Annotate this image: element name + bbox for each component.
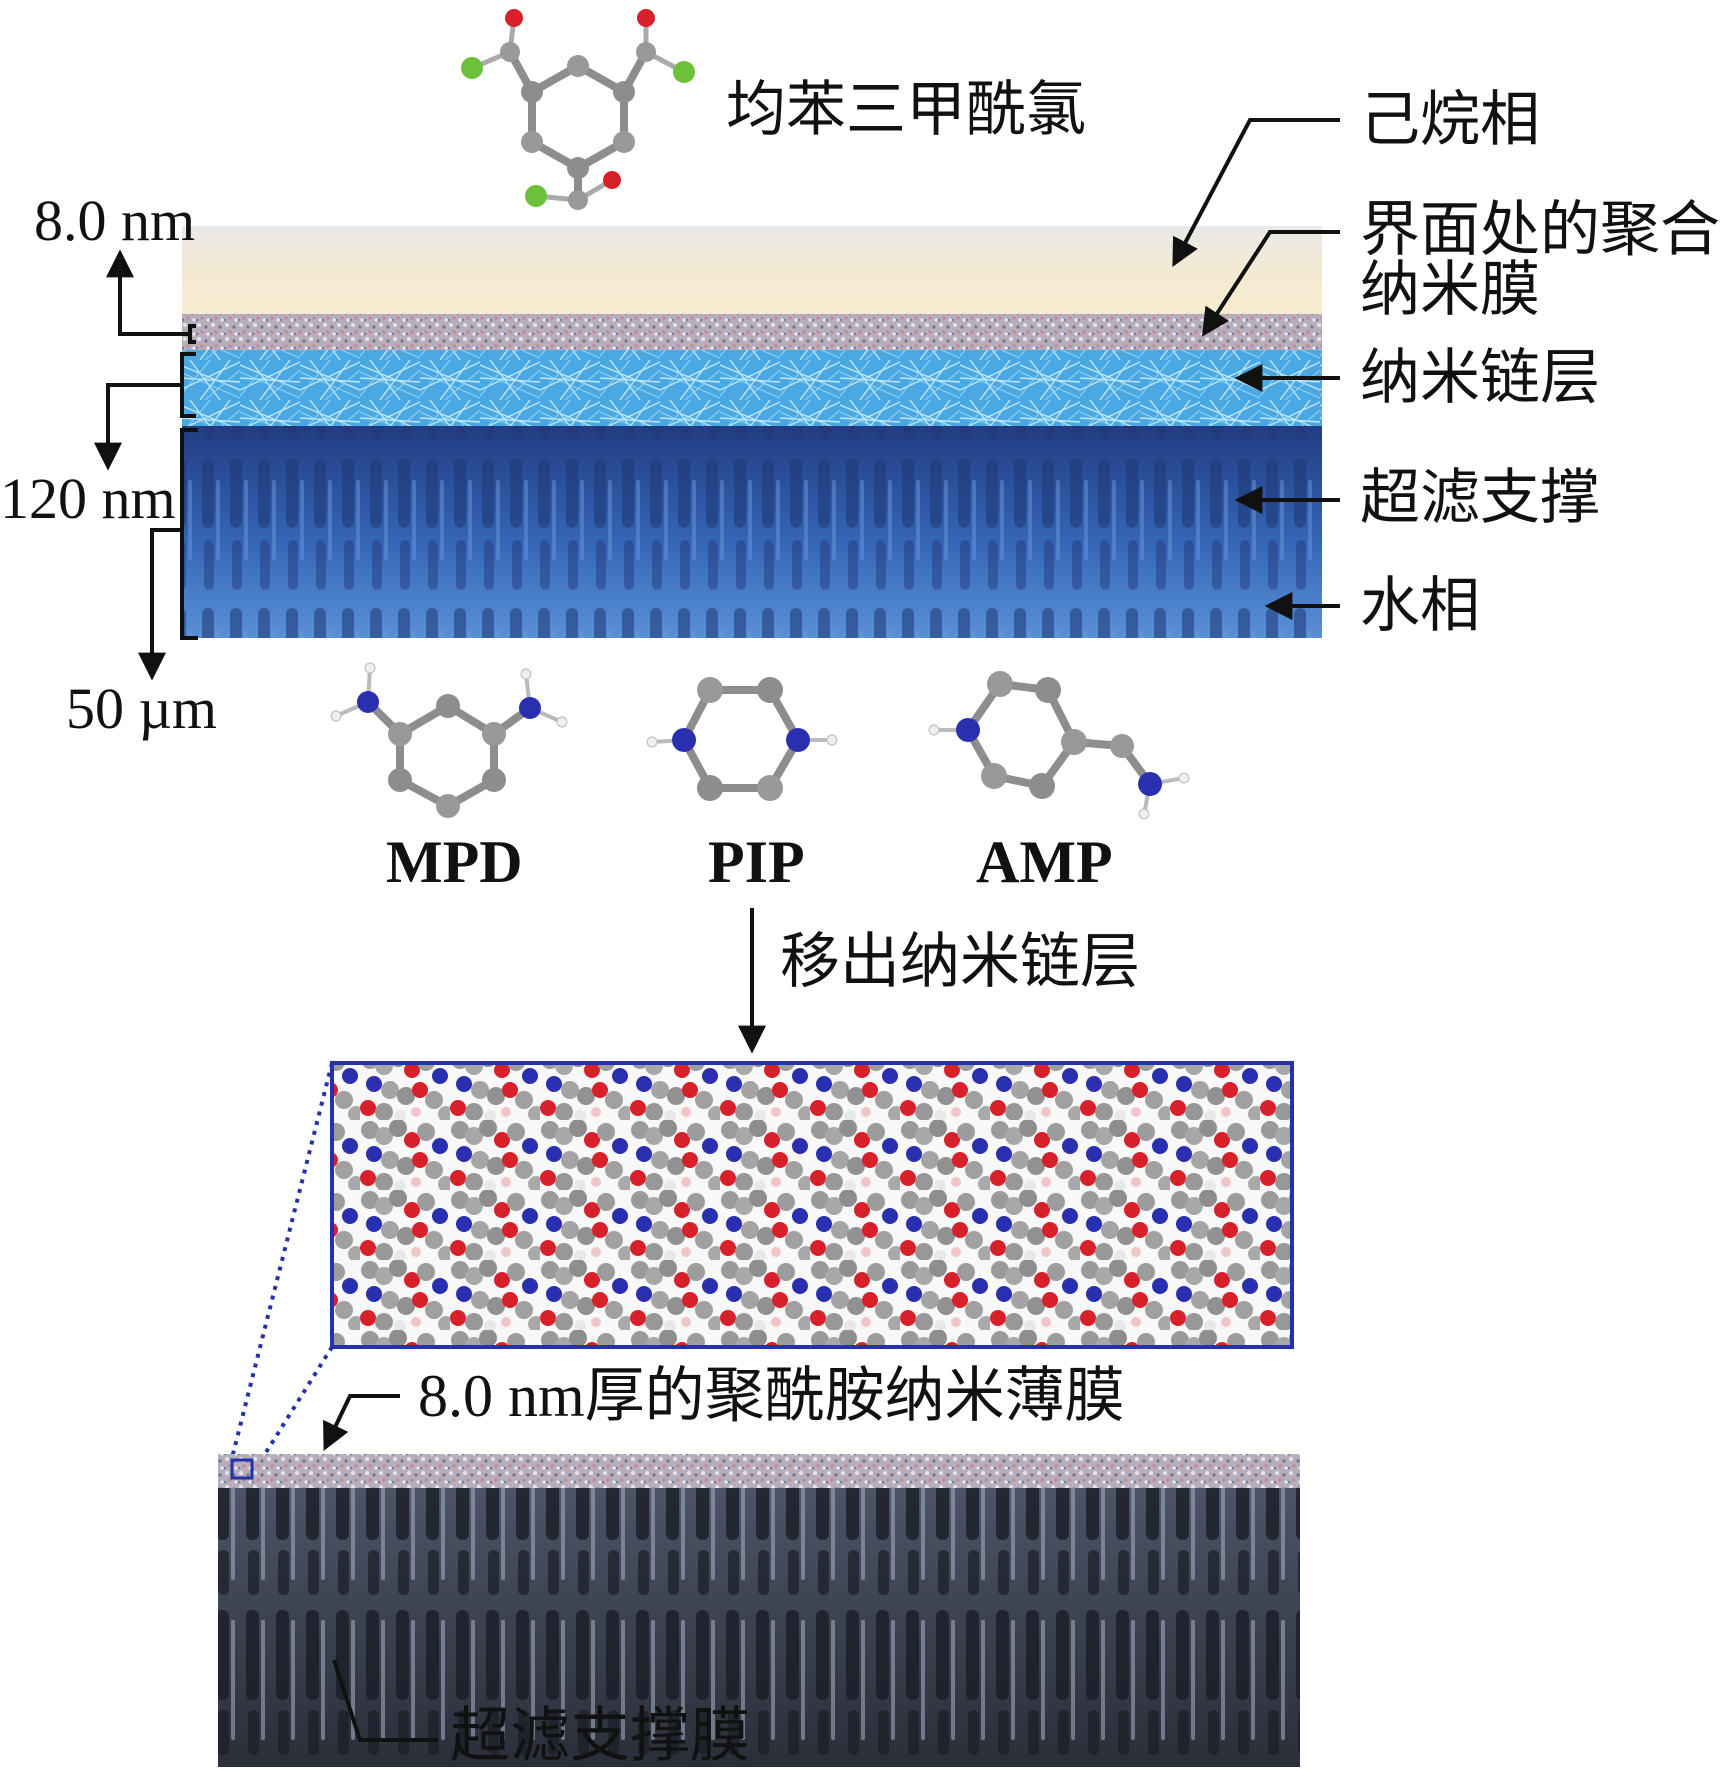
- interfacial-film: [182, 314, 1322, 350]
- label-interfacial-film: 界面处的聚合 纳米膜: [1360, 195, 1720, 325]
- amine-amp: AMP: [976, 829, 1113, 895]
- zoom-atomic-view: [330, 1061, 1294, 1349]
- tmc-label: 均苯三甲酰氯: [726, 75, 1086, 145]
- amine-mpd: MPD: [386, 829, 523, 895]
- amine-pip: PIP: [708, 829, 805, 895]
- zoom-connector-lines: [230, 1062, 334, 1480]
- dimension-brackets: [94, 249, 198, 681]
- dim-middle: 120 nm: [0, 466, 176, 531]
- tmc-molecule: [461, 9, 695, 210]
- pip-molecule: [646, 677, 838, 801]
- process-step-label: 移出纳米链层: [780, 927, 1140, 997]
- zoom-marker-box: [230, 1458, 254, 1480]
- label-uf-support: 超滤支撑: [1360, 463, 1600, 533]
- mpd-molecule: [330, 662, 568, 818]
- hexane-phase: [182, 226, 1322, 314]
- film-label: 8.0 nm厚的聚酰胺纳米薄膜: [418, 1363, 1125, 1429]
- label-aqueous: 水相: [1360, 571, 1480, 641]
- amp-molecule: [928, 671, 1190, 820]
- dim-top: 8.0 nm: [34, 188, 196, 253]
- dim-bottom: 50 µm: [66, 676, 218, 741]
- label-hexane: 己烷相: [1360, 85, 1540, 155]
- polyamide-nanofilm: [218, 1454, 1300, 1488]
- support-label: 超滤支撑膜: [450, 1701, 750, 1771]
- label-nanostrand: 纳米链层: [1360, 343, 1600, 413]
- pointer-arrows: [1172, 118, 1340, 620]
- nanostrand-layer: [182, 350, 1322, 426]
